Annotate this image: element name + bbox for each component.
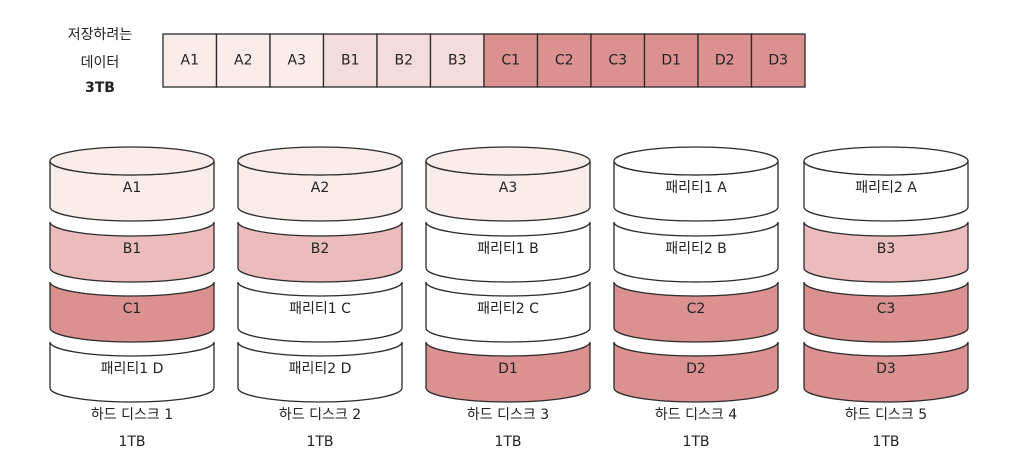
disk-4-layer-4 (613, 341, 779, 403)
disk-5-name: 하드 디스크 5 (844, 407, 928, 423)
disk-5-layer-4-label: D3 (876, 361, 896, 377)
disk-1-layer-3-label: C1 (123, 301, 142, 317)
disk-2-layer-4-label: 패리티2 D (289, 361, 352, 377)
disk-2-top (237, 146, 403, 176)
disk-2-layer-2 (237, 221, 403, 283)
disk-3-capacity: 1TB (494, 434, 522, 450)
disk-3-layer-4-label: D1 (498, 361, 518, 377)
data-cell-2 (215, 33, 271, 88)
disk-4-capacity: 1TB (682, 434, 710, 450)
data-cell-label-5: B2 (394, 53, 413, 69)
disk-2-layer-3 (237, 281, 403, 343)
data-cell-11 (697, 33, 753, 88)
data-cell-label-12: D3 (768, 53, 788, 69)
data-label-line-3: 3TB (85, 80, 115, 96)
data-cell-8 (536, 33, 592, 88)
disk-1-layer-3 (49, 281, 215, 343)
disk-5-layer-3-label: C3 (877, 301, 896, 317)
disk-4-layer-3 (613, 281, 779, 343)
data-cell-label-4: B1 (341, 53, 360, 69)
data-cell-label-3: A3 (288, 53, 306, 69)
data-cell-1 (162, 33, 218, 88)
data-cell-9 (590, 33, 646, 88)
disk-4-top (613, 146, 779, 176)
disk-5-layer-1-label: 패리티2 A (855, 180, 917, 196)
data-cell-label-11: D2 (715, 53, 735, 69)
data-cell-label-2: A2 (234, 53, 252, 69)
data-cell-label-10: D1 (661, 53, 681, 69)
disk-2-layer-1-label: A2 (311, 180, 329, 196)
disk-3-layer-3 (425, 281, 591, 343)
disk-3-layer-1-label: A3 (499, 180, 517, 196)
data-cell-5 (376, 33, 432, 88)
disk-3-layer-4 (425, 341, 591, 403)
disk-3-layer-2-label: 패리티1 B (477, 241, 539, 257)
data-cell-7 (483, 33, 539, 88)
disk-4-layer-4-label: D2 (686, 361, 706, 377)
disk-5-top (803, 146, 969, 176)
disk-5-layer-3 (803, 281, 969, 343)
disk-1-layer-4-label: 패리티1 D (101, 361, 164, 377)
data-cell-label-6: B3 (448, 53, 467, 69)
disk-5-layer-2 (803, 221, 969, 283)
disk-1-layer-2-label: B1 (123, 241, 142, 257)
disk-4-layer-3-label: C2 (687, 301, 706, 317)
data-cell-label-8: C2 (555, 53, 574, 69)
disk-4-layer-2 (613, 221, 779, 283)
disk-1-layer-2 (49, 221, 215, 283)
data-cell-label-7: C1 (501, 53, 520, 69)
disk-3-layer-3-label: 패리티2 C (477, 301, 539, 317)
disk-3-name: 하드 디스크 3 (466, 407, 550, 423)
disk-1-layer-1-label: A1 (123, 180, 141, 196)
disk-2-layer-3-label: 패리티1 C (289, 301, 351, 317)
disk-3-top (425, 146, 591, 176)
data-cell-3 (269, 33, 325, 88)
disk-5-capacity: 1TB (872, 434, 900, 450)
disk-2-layer-4 (237, 341, 403, 403)
disk-4-name: 하드 디스크 4 (654, 407, 738, 423)
data-cell-label-9: C3 (608, 53, 627, 69)
disk-4-layer-1-label: 패리티1 A (665, 180, 727, 196)
data-cell-label-1: A1 (181, 53, 199, 69)
disk-2-name: 하드 디스크 2 (278, 407, 362, 423)
data-label-line-1: 저장하려는 (67, 27, 133, 43)
disk-2-capacity: 1TB (306, 434, 334, 450)
disk-4-layer-2-label: 패리티2 B (665, 241, 727, 257)
disk-5-layer-2-label: B3 (877, 241, 896, 257)
disk-1-layer-4 (49, 341, 215, 403)
disk-2-layer-2-label: B2 (311, 241, 330, 257)
data-label-line-2: 데이터 (80, 55, 120, 71)
disk-1-name: 하드 디스크 1 (90, 407, 174, 423)
disk-1-capacity: 1TB (118, 434, 146, 450)
data-cell-12 (750, 33, 806, 88)
disk-1-top (49, 146, 215, 176)
disk-3-layer-2 (425, 221, 591, 283)
disk-5-layer-4 (803, 341, 969, 403)
